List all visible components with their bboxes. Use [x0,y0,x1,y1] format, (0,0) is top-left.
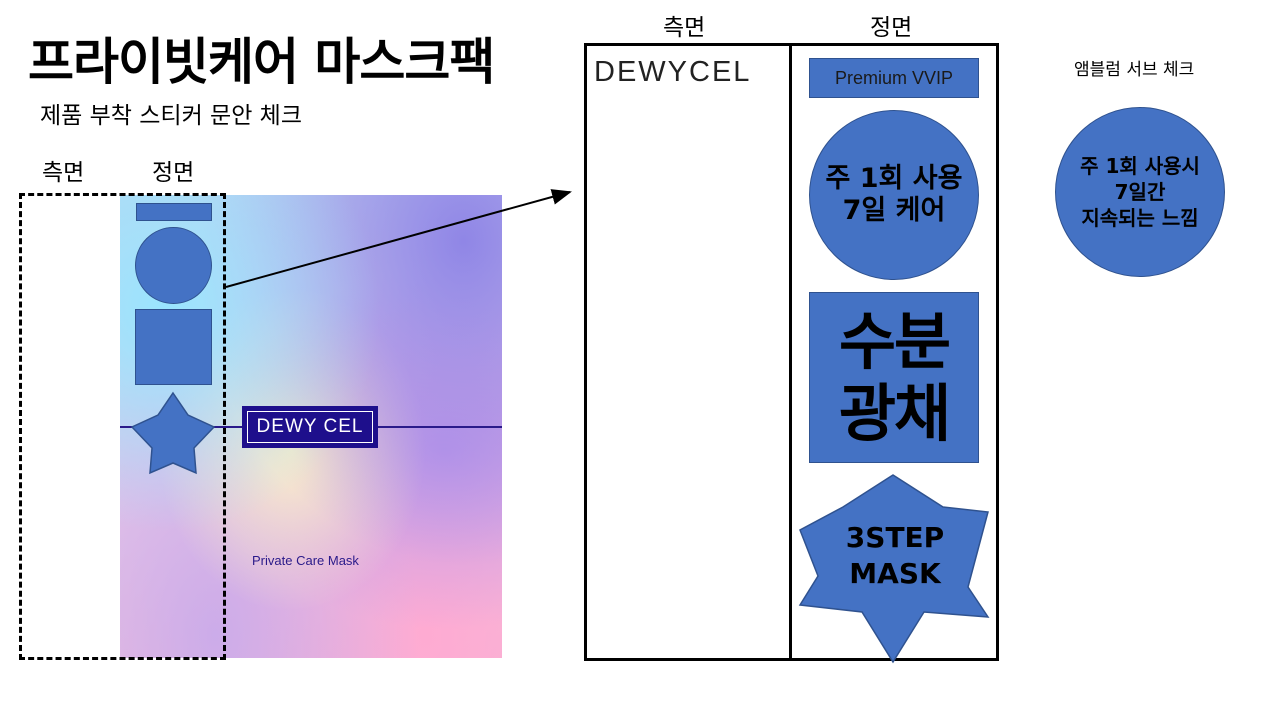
sticker-circle-placeholder [135,227,212,304]
star-sticker [798,474,990,664]
photo-side-label: 측면 [42,160,85,186]
pointer-arrow [225,189,572,288]
panel-brand-text: DEWYCEL [594,56,752,88]
sticker-square-placeholder [135,309,212,385]
photo-front-label: 정면 [152,160,195,186]
circle-sticker: 주 1회 사용 7일 케어 [809,110,979,280]
page-title: 프라이빗케어 마스크팩 [28,33,495,91]
panel-side-label: 측면 [663,15,706,41]
square-sticker: 수분 광채 [809,292,979,463]
box-caption: Private Care Mask [252,553,359,568]
box-logo-badge: DEWY CEL [242,406,378,448]
square-sticker-text: 수분 광채 [838,305,951,450]
emblem-circle-sticker: 주 1회 사용시 7일간 지속되는 느낌 [1055,107,1225,277]
box-logo-text: DEWY CEL [247,411,373,443]
sticker-bar-placeholder [136,203,212,221]
emblem-check-title: 앰블럼 서브 체크 [1074,60,1195,80]
premium-badge-sticker: Premium VVIP [809,58,979,98]
emblem-circle-text: 주 1회 사용시 7일간 지속되는 느낌 [1080,154,1200,230]
page-subtitle: 제품 부착 스티커 문안 체크 [40,103,303,129]
panel-front-label: 정면 [870,15,913,41]
panel-divider [789,43,792,661]
circle-sticker-text: 주 1회 사용 7일 케어 [825,162,963,226]
selection-dashed-frame [19,193,226,660]
star-sticker-text: 3STEP MASK [845,521,945,591]
small-star-sticker [130,391,216,475]
